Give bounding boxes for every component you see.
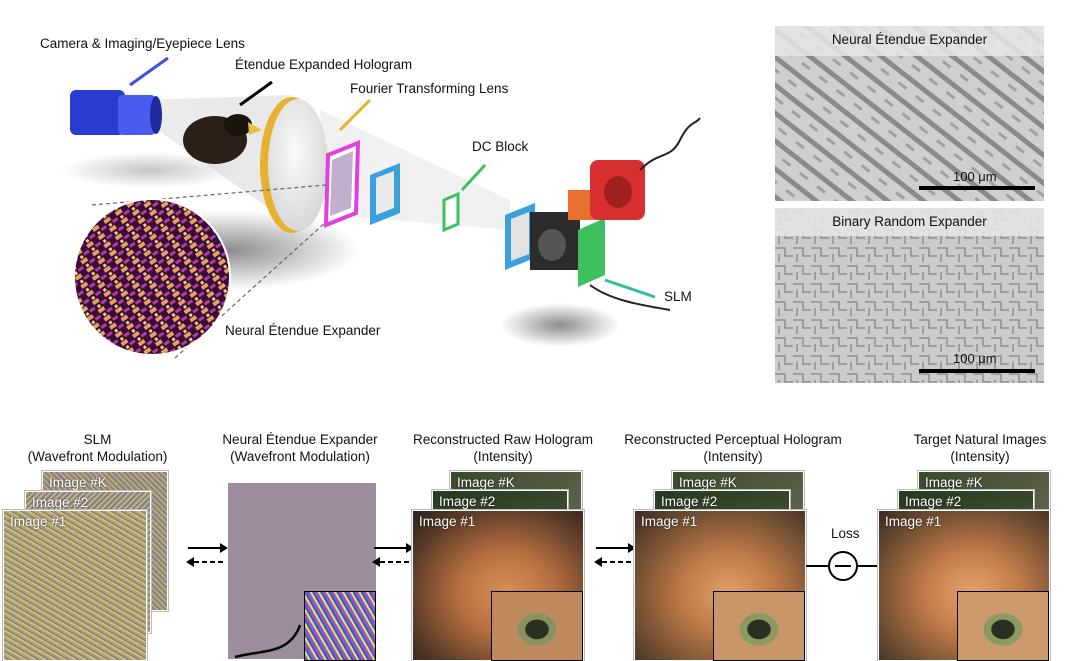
camera-label: Camera & Imaging/Eyepiece Lens (40, 36, 245, 51)
slm-card-k-label: Image #K (49, 475, 107, 490)
col-slm-title: SLM (5, 431, 190, 448)
neural-scale-text: 100 μm (953, 169, 997, 184)
expander-zoom-circle (74, 199, 230, 355)
target-card-k-label: Image #K (925, 475, 983, 490)
target-card-1-label: Image #1 (885, 514, 941, 529)
col-perceptual-title: Reconstructed Perceptual Hologram (608, 431, 858, 448)
col-expander-subtitle: (Wavefront Modulation) (205, 448, 395, 465)
binary-scale-text: 100 μm (953, 351, 997, 366)
arrows-expander-raw (370, 540, 414, 570)
expander-inset (304, 591, 376, 661)
col-raw-header: Reconstructed Raw Hologram (Intensity) (398, 431, 608, 465)
col-target-subtitle: (Intensity) (880, 448, 1080, 465)
col-target-title: Target Natural Images (880, 431, 1080, 448)
expander-label: Neural Étendue Expander (225, 323, 380, 338)
loss-label: Loss (831, 526, 860, 541)
fourier-lens-label: Fourier Transforming Lens (350, 81, 508, 96)
hologram-plane-magenta-icon (326, 143, 358, 225)
col-raw-title: Reconstructed Raw Hologram (398, 431, 608, 448)
loss-node (806, 549, 880, 583)
col-perceptual-header: Reconstructed Perceptual Hologram (Inten… (608, 431, 858, 465)
fourier-lens-gold-icon (260, 97, 328, 233)
perceptual-card-k-label: Image #K (679, 475, 737, 490)
slm-assembly-icon (505, 118, 700, 310)
raw-card-1: Image #1 (412, 510, 584, 661)
col-slm-header: SLM (Wavefront Modulation) (5, 431, 190, 465)
target-card-2-label: Image #2 (905, 494, 961, 509)
perceptual-card-1: Image #1 (634, 510, 806, 661)
slm-card-2-label: Image #2 (32, 495, 88, 510)
col-perceptual-subtitle: (Intensity) (608, 448, 858, 465)
hologram-label: Étendue Expanded Hologram (235, 57, 412, 72)
micro-panel-binary: Binary Random Expander 100 μm (775, 208, 1044, 383)
neural-expander-texture (775, 26, 1044, 201)
micro-panel-neural: Neural Étendue Expander 100 μm (775, 26, 1044, 201)
expander-cable (230, 620, 310, 659)
binary-panel-title: Binary Random Expander (775, 214, 1044, 229)
neural-scale-bar (919, 186, 1035, 190)
camera-icon (70, 90, 162, 135)
target-eye-inset (957, 591, 1049, 661)
optical-setup: Camera & Imaging/Eyepiece Lens Étendue E… (0, 0, 760, 390)
binary-scale-bar (919, 369, 1035, 373)
raw-card-1-label: Image #1 (419, 514, 475, 529)
perceptual-card-2-label: Image #2 (661, 494, 717, 509)
perceptual-eye-inset (713, 591, 805, 661)
target-card-1: Image #1 (878, 510, 1050, 661)
raw-card-2-label: Image #2 (439, 494, 495, 509)
binary-expander-texture (775, 208, 1044, 383)
col-target-header: Target Natural Images (Intensity) (880, 431, 1080, 465)
raw-eye-inset (491, 591, 583, 661)
col-expander-header: Neural Étendue Expander (Wavefront Modul… (205, 431, 395, 465)
perceptual-card-1-label: Image #1 (641, 514, 697, 529)
slm-card-1: Image #1 (3, 510, 147, 661)
slm-label: SLM (664, 289, 692, 304)
col-slm-subtitle: (Wavefront Modulation) (5, 448, 190, 465)
dc-block-label: DC Block (472, 139, 528, 154)
neural-panel-title: Neural Étendue Expander (775, 32, 1044, 47)
dc-block-icon (444, 194, 458, 230)
raw-card-k-label: Image #K (457, 475, 515, 490)
arrows-raw-perceptual (592, 540, 636, 570)
col-raw-subtitle: (Intensity) (398, 448, 608, 465)
slm-card-1-label: Image #1 (10, 514, 66, 529)
arrows-slm-expander (184, 540, 228, 570)
col-expander-title: Neural Étendue Expander (205, 431, 395, 448)
